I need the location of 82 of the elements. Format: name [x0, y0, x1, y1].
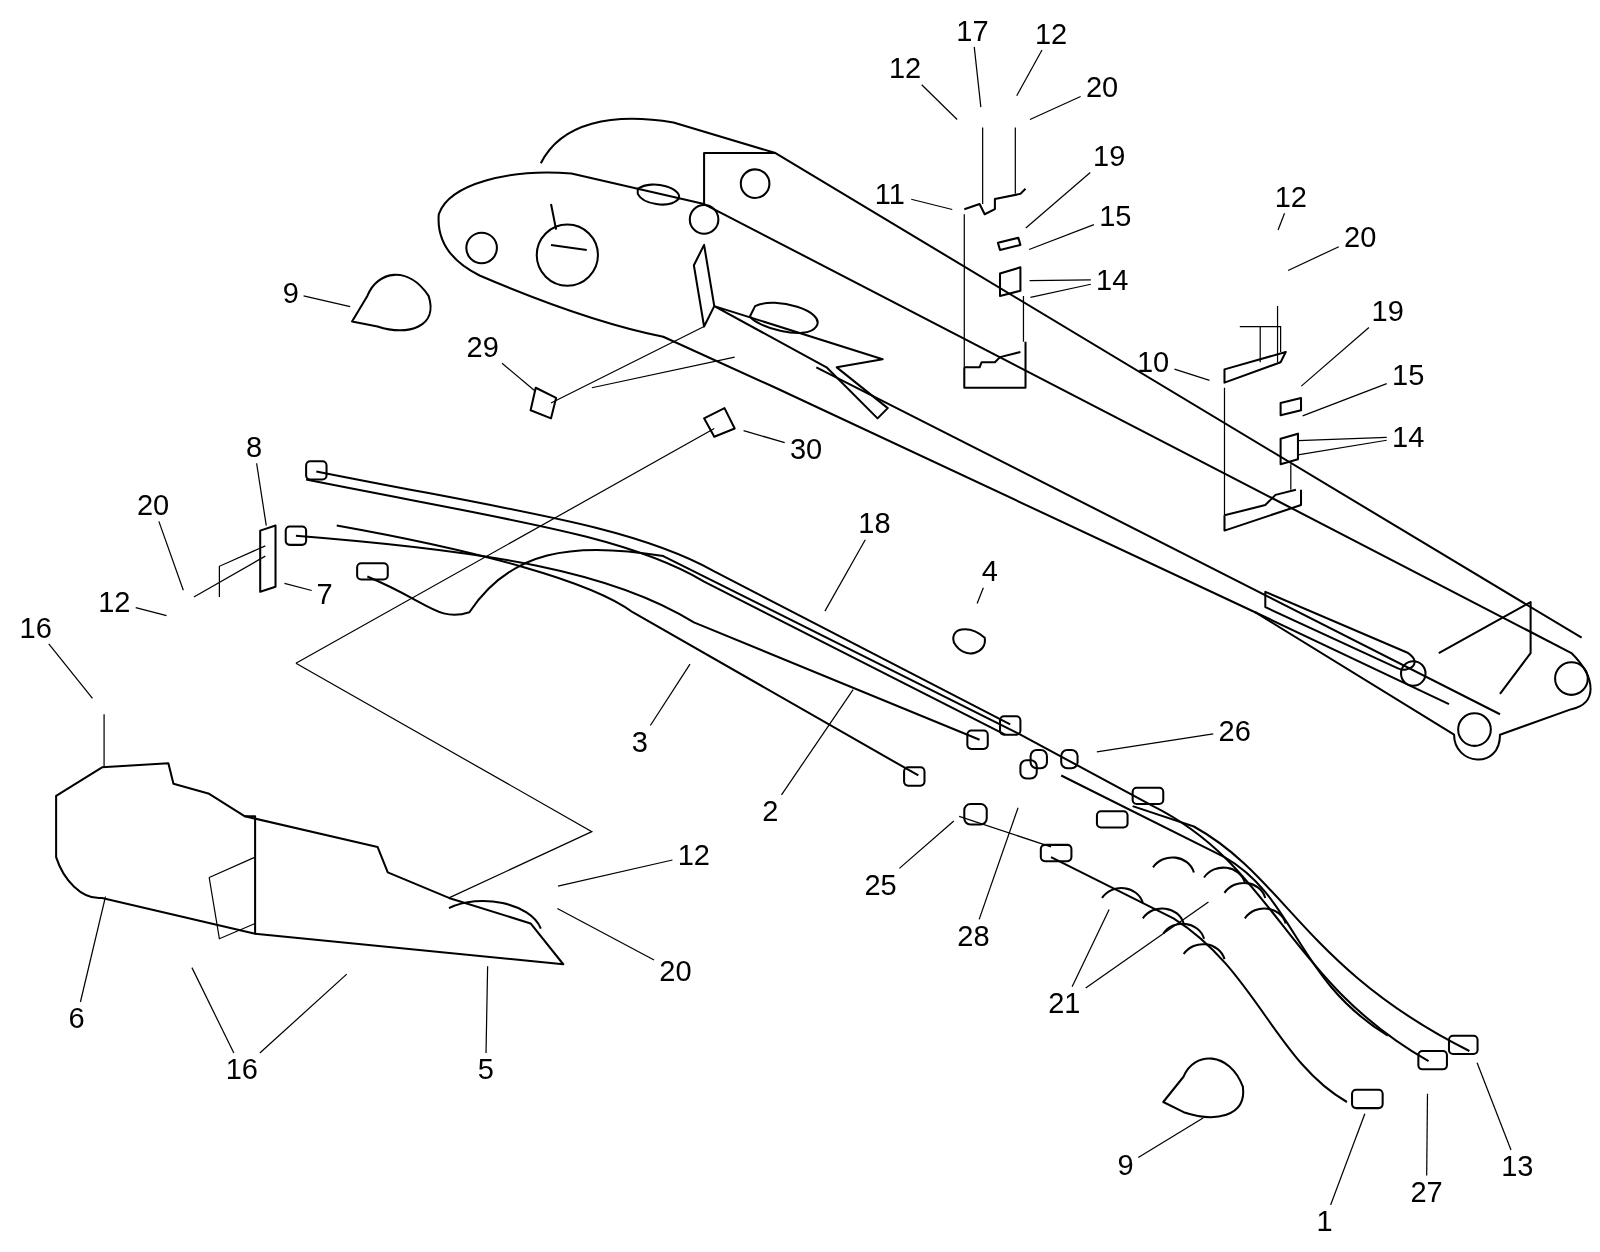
callout-number: 12	[1274, 181, 1307, 212]
callout-number: 12	[1034, 18, 1068, 49]
leader-line	[556, 907, 655, 961]
leader-line	[649, 663, 691, 727]
callout-number: 21	[1048, 988, 1081, 1018]
leader-line	[1029, 95, 1082, 121]
callout-number: 13	[1501, 1151, 1534, 1182]
leader-line	[1302, 383, 1388, 417]
leader-line	[1025, 171, 1091, 229]
leader-line	[256, 462, 267, 527]
leader-line	[1297, 436, 1388, 442]
callout-number: 15	[1099, 201, 1132, 232]
callout-number: 6	[68, 1003, 85, 1034]
leader-line	[1029, 279, 1092, 282]
callout-number: 18	[858, 508, 891, 539]
leader-line	[1016, 49, 1043, 97]
callout-number: 25	[864, 869, 897, 900]
callout-number: 2	[762, 796, 779, 827]
callout-number: 20	[1085, 71, 1119, 102]
leader-line	[135, 606, 168, 617]
callout-number: 10	[1136, 347, 1170, 378]
callout-number: 9	[1117, 1150, 1134, 1181]
callout-number: 29	[466, 331, 499, 362]
leader-line	[1426, 1093, 1429, 1177]
leader-line	[1085, 901, 1210, 989]
callout-number: 20	[659, 956, 692, 987]
leader-line	[1330, 1113, 1366, 1206]
callout-number: 14	[1392, 421, 1425, 452]
leader-line	[978, 807, 1019, 920]
leader-line	[283, 582, 313, 592]
callout-number: 27	[1410, 1176, 1443, 1207]
callout-number: 1	[1316, 1206, 1333, 1237]
leader-line	[48, 643, 94, 700]
callout-number: 12	[888, 53, 922, 84]
leader-line	[1277, 212, 1286, 231]
callout-number: 16	[225, 1054, 258, 1085]
leader-line	[191, 967, 235, 1054]
leader-line	[780, 688, 854, 796]
leader-line	[302, 295, 351, 308]
leader-line	[824, 539, 866, 612]
leader-line	[1137, 1117, 1204, 1159]
leader-line	[485, 965, 489, 1054]
leader-line	[79, 896, 107, 1003]
callout-number: 19	[1093, 141, 1126, 172]
callout-number: 20	[136, 490, 170, 521]
callout-number: 16	[19, 612, 52, 643]
leader-line	[1297, 439, 1388, 456]
leader-line	[921, 84, 958, 121]
leader-line	[1096, 733, 1214, 753]
leader-line	[158, 520, 184, 591]
leader-line	[976, 587, 984, 605]
callout-number: 4	[981, 556, 998, 587]
leader-line	[557, 859, 674, 887]
leader-line	[1028, 223, 1095, 251]
callout-number: 30	[790, 433, 823, 464]
leader-line	[1029, 283, 1092, 299]
leader-line	[259, 973, 348, 1054]
leader-line	[973, 46, 982, 108]
leader-line	[501, 362, 536, 392]
callout-number: 8	[246, 431, 263, 462]
callout-number: 11	[874, 178, 905, 209]
leader-line	[743, 429, 786, 444]
callout-number: 7	[316, 578, 333, 609]
callout-number: 5	[477, 1054, 494, 1085]
leader-line	[1287, 246, 1340, 272]
leader-line	[1476, 1062, 1512, 1151]
callout-number: 12	[98, 587, 131, 617]
callout-number: 14	[1096, 264, 1129, 295]
leader-line	[1071, 908, 1110, 988]
callout-number: 15	[1392, 360, 1425, 391]
callout-number: 19	[1371, 296, 1404, 327]
leader-line	[910, 198, 953, 211]
leader-line	[1300, 326, 1370, 387]
callout-number: 28	[957, 920, 990, 951]
callout-number: 12	[677, 840, 710, 871]
leader-line	[1173, 368, 1211, 382]
callout-number: 26	[1218, 715, 1251, 746]
callout-number: 9	[282, 277, 299, 308]
leader-line	[898, 820, 955, 869]
callout-number: 3	[631, 726, 648, 757]
callout-number: 20	[1344, 221, 1377, 252]
callout-number: 17	[956, 15, 989, 46]
